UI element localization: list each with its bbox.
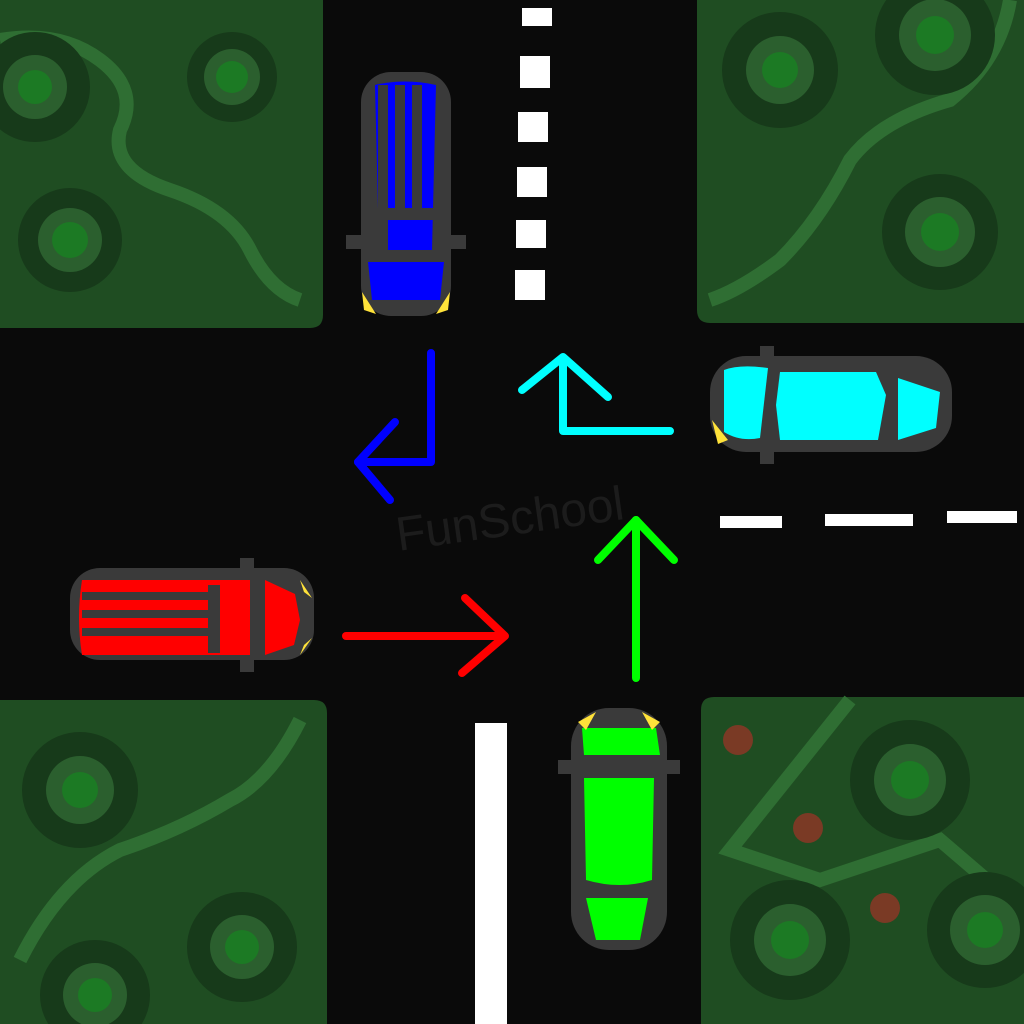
green-car[interactable] — [558, 708, 680, 950]
berry — [723, 725, 753, 755]
berry — [870, 893, 900, 923]
lane-marking-dashed-east — [720, 511, 1017, 528]
grass-bottom-left — [0, 700, 327, 1024]
blue-van[interactable] — [346, 72, 466, 316]
red-van[interactable] — [70, 558, 314, 672]
grass-top-right — [697, 0, 1024, 323]
berry — [793, 813, 823, 843]
lane-marking-dashed-north — [515, 8, 552, 300]
red-straight-arrow — [342, 594, 509, 677]
cyan-car[interactable] — [710, 346, 952, 464]
green-straight-arrow — [594, 516, 678, 682]
grass-top-left — [0, 0, 323, 328]
blue-turn-right-arrow — [354, 349, 435, 504]
lane-marking-solid-south — [475, 723, 507, 1024]
grass-bottom-right — [701, 695, 1024, 1024]
cyan-turn-right-arrow — [518, 353, 674, 435]
